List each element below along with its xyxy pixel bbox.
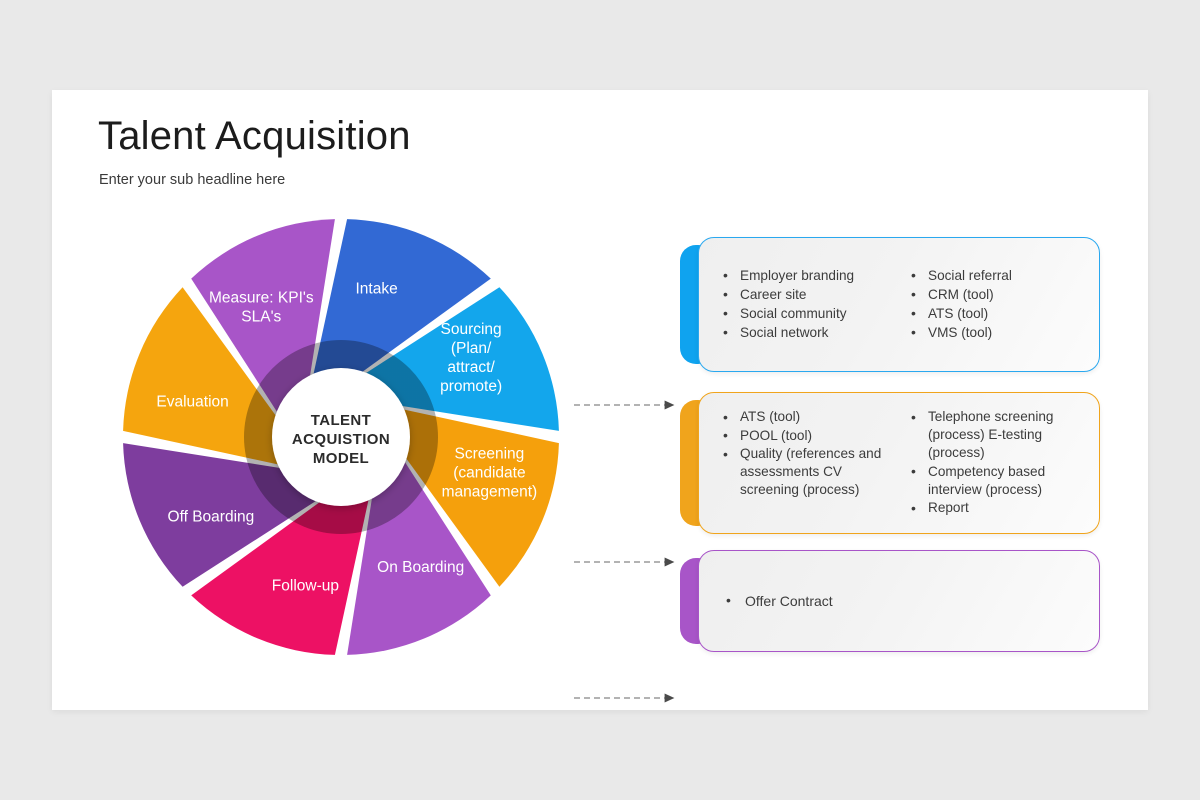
wheel-segment-label-measure: SLA's xyxy=(241,308,281,325)
hub-label-line3: MODEL xyxy=(313,450,369,467)
list-item: Social referral xyxy=(909,266,1083,286)
wheel-hub xyxy=(272,368,410,506)
wheel-segment-label-intake: Intake xyxy=(355,281,397,298)
card-column-right: Telephone screening (process) E-testing … xyxy=(909,408,1083,518)
list-item: Social community xyxy=(721,304,895,324)
wheel-segment-label-offboarding: Off Boarding xyxy=(168,509,255,526)
wheel-segment-label-screening: (candidate xyxy=(453,465,525,482)
card-column-left: ATS (tool) POOL (tool) Quality (referenc… xyxy=(721,408,895,518)
page-subtitle: Enter your sub headline here xyxy=(99,172,286,188)
list-item: CRM (tool) xyxy=(909,285,1083,305)
list-item: VMS (tool) xyxy=(909,323,1083,343)
card-column-left: Offer Contract xyxy=(721,591,895,611)
card-panel-sourcing: Employer branding Career site Social com… xyxy=(698,237,1100,372)
hub-label-line2: ACQUISTION xyxy=(292,431,390,448)
wheel-segment-label-followup: Follow-up xyxy=(272,577,339,594)
card-column-right: Social referral CRM (tool) ATS (tool) VM… xyxy=(909,266,1083,343)
list-item: Social network xyxy=(721,323,895,343)
info-card-screening[interactable]: ATS (tool) POOL (tool) Quality (referenc… xyxy=(680,392,1100,534)
wheel-segment-label-evaluation: Evaluation xyxy=(156,393,228,410)
slide-surface: Talent Acquisition Enter your sub headli… xyxy=(52,90,1148,710)
card-column-right xyxy=(909,592,1083,611)
wheel-segment-label-measure: Measure: KPI's xyxy=(209,289,314,306)
list-item: Career site xyxy=(721,285,895,305)
list-item: Report xyxy=(909,499,1083,517)
list-item: ATS (tool) xyxy=(721,408,895,426)
wheel-segment-label-sourcing: promote) xyxy=(440,378,502,395)
bullet-list: ATS (tool) POOL (tool) Quality (referenc… xyxy=(721,408,895,499)
wheel-segment-label-sourcing: (Plan/ xyxy=(451,340,492,357)
list-item: Competency based interview (process) xyxy=(909,462,1083,499)
list-item: Quality (references and assessments CV s… xyxy=(721,445,895,499)
wheel-segment-label-onboarding: On Boarding xyxy=(377,559,464,576)
hub-label-line1: TALENT xyxy=(311,412,371,429)
wheel-segment-label-sourcing: Sourcing xyxy=(441,321,502,338)
wheel-segment-label-screening: management) xyxy=(442,484,538,501)
list-item: POOL (tool) xyxy=(721,426,895,445)
bullet-list: Social referral CRM (tool) ATS (tool) VM… xyxy=(909,266,1083,343)
card-panel-onboarding: Offer Contract xyxy=(698,550,1100,652)
wheel-segment-label-sourcing: attract/ xyxy=(447,359,495,376)
card-column-left: Employer branding Career site Social com… xyxy=(721,266,895,343)
page-title: Talent Acquisition xyxy=(98,114,411,158)
info-card-onboarding[interactable]: Offer Contract xyxy=(680,550,1100,652)
bullet-list: Offer Contract xyxy=(721,591,895,611)
card-panel-screening: ATS (tool) POOL (tool) Quality (referenc… xyxy=(698,392,1100,534)
bullet-list: Telephone screening (process) E-testing … xyxy=(909,408,1083,517)
info-card-sourcing[interactable]: Employer branding Career site Social com… xyxy=(680,237,1100,372)
bullet-list: Employer branding Career site Social com… xyxy=(721,266,895,343)
list-item: Telephone screening (process) E-testing … xyxy=(909,408,1083,462)
list-item: Offer Contract xyxy=(721,591,895,611)
list-item: Employer branding xyxy=(721,266,895,286)
list-item: ATS (tool) xyxy=(909,304,1083,324)
wheel-segment-label-screening: Screening xyxy=(455,446,525,463)
